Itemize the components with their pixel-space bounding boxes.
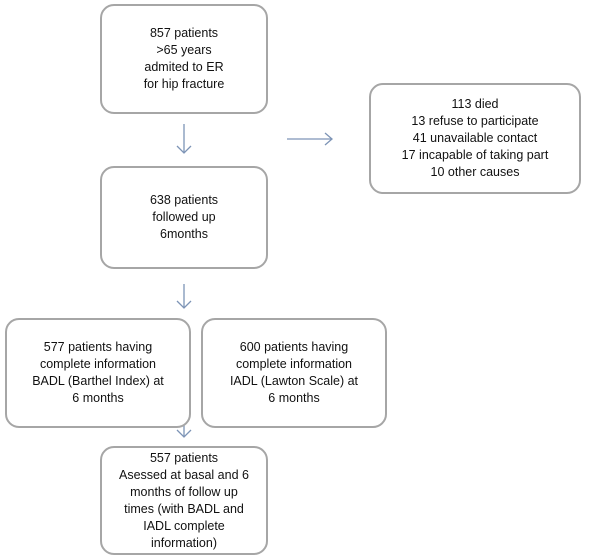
box-line: 13 refuse to participate xyxy=(411,114,539,128)
box-assessed-patients: 557 patients Asessed at basal and 6 mont… xyxy=(100,446,268,555)
box-line: 10 other causes xyxy=(430,165,520,179)
box-followed-up: 638 patients followed up 6months xyxy=(100,166,268,269)
box-iadl-complete: 600 patients having complete information… xyxy=(201,318,387,428)
box-line: months of follow up xyxy=(130,484,238,499)
arrow-admitted-to-followed xyxy=(176,124,192,154)
box-line: 17 incapable of taking part xyxy=(401,148,549,162)
box-line: 6 months xyxy=(268,391,320,405)
box-line: 6months xyxy=(160,227,208,241)
box-line: 638 patients xyxy=(149,193,219,207)
arrow-to-excluded xyxy=(287,132,333,146)
box-line: complete information xyxy=(235,357,353,371)
box-line: for hip fracture xyxy=(143,77,225,91)
box-badl-complete: 577 patients having complete information… xyxy=(5,318,191,428)
box-line: Asessed at basal and 6 xyxy=(119,467,249,482)
arrow-followed-to-subgroups xyxy=(176,284,192,309)
box-admitted-patients: 857 patients >65 years admited to ER for… xyxy=(100,4,268,114)
box-excluded-patients: 113 died 13 refuse to participate 41 una… xyxy=(369,83,581,194)
box-line: complete information xyxy=(39,357,157,371)
box-line: 600 patients having xyxy=(239,340,349,354)
box-line: followed up xyxy=(152,210,216,224)
box-line: 113 died xyxy=(451,97,499,111)
box-line: 857 patients xyxy=(149,26,219,40)
box-line: 41 unavailable contact xyxy=(412,131,538,145)
box-line: times (with BADL and xyxy=(124,501,244,516)
box-line: IADL (Lawton Scale) at xyxy=(229,374,359,388)
box-line: 6 months xyxy=(72,391,124,405)
box-line: information) xyxy=(151,535,217,550)
box-line: >65 years xyxy=(156,43,212,57)
box-line: 557 patients xyxy=(149,450,219,465)
box-line: IADL complete xyxy=(143,518,225,533)
box-line: 577 patients having xyxy=(43,340,153,354)
box-line: BADL (Barthel Index) at xyxy=(32,374,164,388)
box-line: admited to ER xyxy=(144,60,224,74)
